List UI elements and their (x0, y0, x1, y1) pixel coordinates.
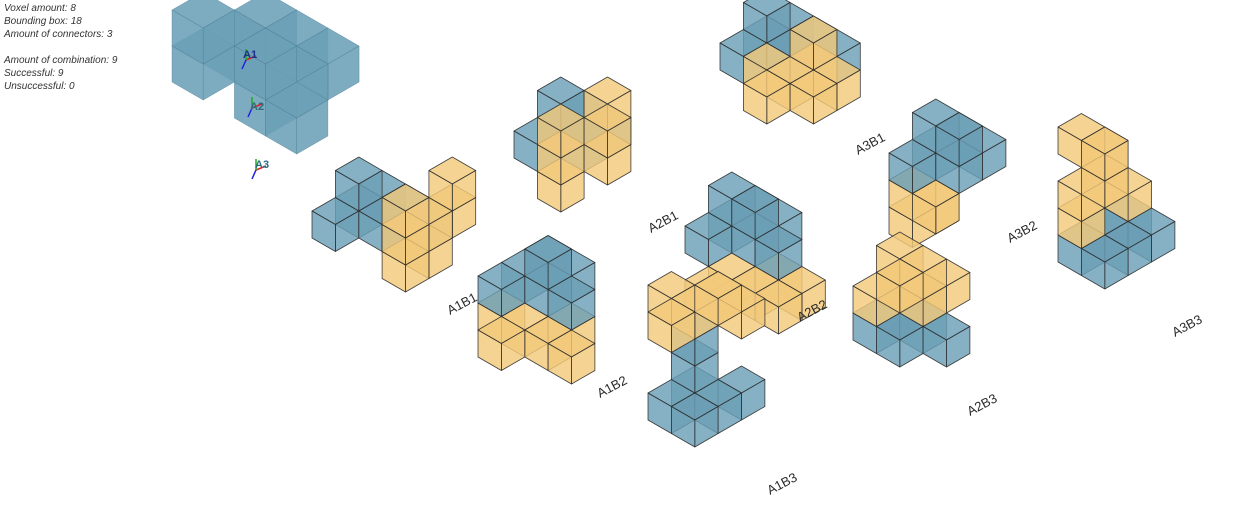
combination-label-a3b1: A3B1 (852, 129, 887, 157)
combination-a3b1[interactable] (719, 0, 861, 125)
voxel-cube (789, 69, 838, 125)
preview-voxels (171, 0, 360, 155)
successful-text: Successful: 9 (4, 68, 64, 79)
combination-groups (311, 0, 1176, 448)
combination-label-a3b2: A3B2 (1004, 217, 1039, 245)
voxel-cube (935, 112, 983, 167)
voxel-cube (1081, 126, 1129, 182)
voxel-cube (547, 329, 596, 385)
voxel-cube (234, 27, 298, 101)
stats-panel: Voxel amount: 8 Bounding box: 18 Amount … (4, 2, 117, 93)
combination-label-a3b3: A3B3 (1169, 311, 1204, 339)
combination-a1b1[interactable] (311, 156, 477, 293)
connector-axis-icon (241, 49, 257, 70)
voxel-cube (477, 262, 526, 317)
voxel-cube (537, 103, 585, 159)
voxel-cube (334, 156, 383, 212)
connector-axis-icon (247, 97, 263, 118)
connector-label: A3 (255, 159, 269, 171)
voxel-cube (671, 392, 719, 448)
voxel-cube (743, 0, 791, 44)
voxel-cube (381, 183, 430, 239)
connector-label: A2 (250, 101, 264, 113)
voxel-cube (754, 279, 803, 335)
combination-label-a2b1: A2B1 (645, 207, 680, 235)
voxel-cube (694, 271, 742, 326)
voxel-cube (876, 258, 924, 314)
combination-label-a1b3: A1B3 (764, 469, 799, 497)
voxel-amount-text: Voxel amount: 8 (4, 3, 76, 14)
voxel-cube (171, 0, 235, 65)
connector-label: A1 (243, 49, 257, 61)
bounding-box-text: Bounding box: 18 (4, 16, 82, 27)
combinations-text: Amount of combination: 9 (4, 55, 118, 66)
combination-a2b3[interactable] (852, 231, 971, 368)
voxel-cube (789, 15, 838, 71)
combination-label-a1b2: A1B2 (594, 372, 629, 400)
connector-axis-icon (251, 159, 267, 180)
voxel-cube (583, 103, 632, 159)
combination-a1b3[interactable] (647, 271, 766, 448)
combination-a2b1[interactable] (513, 76, 632, 213)
voxel-cube (1081, 234, 1129, 290)
voxel-cube (524, 235, 572, 290)
voxel-cube (731, 185, 779, 240)
combination-a1b2[interactable] (477, 235, 596, 385)
voxel-cube (477, 316, 526, 371)
connectors-text: Amount of connectors: 3 (4, 29, 113, 40)
combination-label-a2b3: A2B3 (964, 390, 999, 418)
voxel-cube (547, 275, 596, 331)
combination-a3b3[interactable] (1057, 113, 1176, 290)
combination-a3b2[interactable] (888, 98, 1007, 248)
combination-label-a1b1: A1B1 (444, 289, 479, 317)
unsuccessful-text: Unsuccessful: 0 (4, 81, 75, 92)
voxel-cube (428, 156, 477, 212)
